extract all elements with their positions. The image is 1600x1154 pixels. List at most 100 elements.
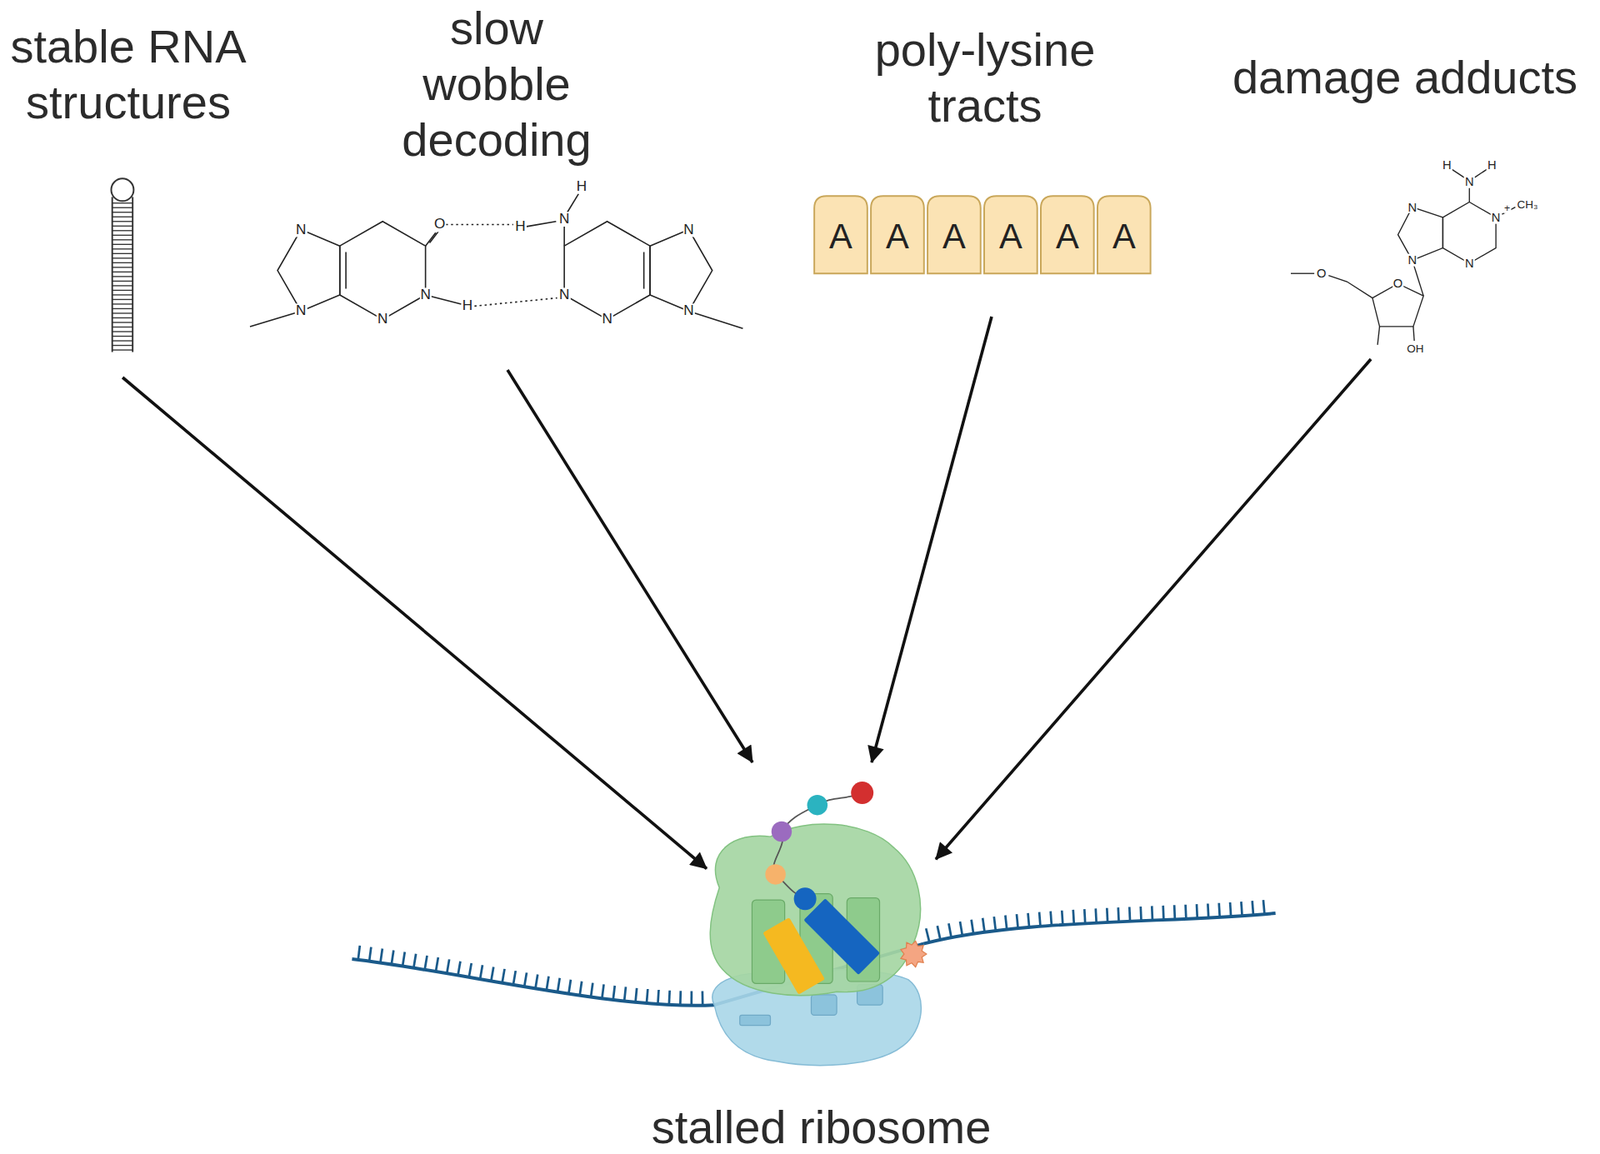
ribosome-illustration (1173, 905, 1176, 920)
methyl-adenosine (1451, 169, 1465, 178)
ribosome-illustration (948, 923, 951, 938)
adenine-tiles (814, 195, 868, 274)
ribosome-illustration (1263, 900, 1265, 915)
atom-label: H (575, 180, 588, 195)
ribosome-illustration (624, 986, 626, 1001)
ribosome-illustration (1116, 907, 1120, 922)
wobble-base-pair (474, 298, 557, 307)
rna-hairpin (112, 211, 133, 213)
ribosome-illustration (1083, 909, 1087, 924)
ribosome-illustration (1252, 900, 1254, 915)
ribosome-illustration (740, 1015, 771, 1025)
ribosome-illustration (1050, 911, 1052, 926)
atom-label: N (1464, 175, 1475, 189)
rna-hairpin (112, 253, 133, 255)
atom-label: N (1406, 200, 1418, 214)
ribosome-illustration (458, 961, 461, 976)
rna-hairpin (112, 244, 133, 245)
cause-label: poly-lysine tracts (851, 21, 1119, 134)
rna-hairpin (112, 285, 133, 286)
atom-label: N (376, 312, 389, 327)
rna-hairpin (112, 303, 133, 305)
ribosome-illustration (513, 970, 516, 985)
ribosome-illustration (994, 916, 996, 931)
ribosome-illustration (635, 988, 638, 1003)
wobble-base-pair (689, 311, 744, 330)
wobble-base-pair (445, 224, 514, 226)
ribosome-illustration (925, 928, 930, 943)
ribosome-illustration (771, 821, 792, 842)
cause-label: slow wobble decoding (388, 0, 605, 169)
methyl-adenosine (1442, 202, 1496, 264)
atom-label: H (1441, 159, 1453, 172)
ribosome-illustration (1128, 907, 1131, 922)
rna-hairpin (112, 266, 133, 268)
rna-hairpin (112, 275, 133, 277)
rna-hairpin (112, 326, 133, 328)
methyl-adenosine (1413, 326, 1415, 341)
ribosome-illustration (690, 991, 693, 1006)
methyl-adenosine (1377, 326, 1380, 345)
ribosome-illustration (803, 898, 880, 975)
ribosome-illustration (1139, 906, 1142, 921)
rna-hairpin (112, 340, 133, 341)
methyl-adenosine (1328, 275, 1373, 299)
cause-node: stable RNA structures (3, 18, 254, 378)
rna-hairpin (112, 220, 133, 222)
ribosome-illustration (480, 965, 483, 980)
atom-label: N (419, 287, 431, 302)
atom-label: N (558, 287, 570, 302)
arrow-connector (935, 359, 1371, 860)
ribosome-node: stalled ribosome (706, 762, 936, 1075)
rna-hairpin (131, 196, 134, 352)
ribosome-illustration (1028, 913, 1030, 928)
wobble-base-pair (250, 311, 301, 327)
ribosome-illustration (1016, 914, 1019, 929)
atom-label: + (1503, 203, 1511, 214)
wobble-base-pair (567, 194, 579, 213)
ribosome-illustration (568, 980, 571, 995)
residue-letter: A (942, 219, 966, 255)
ribosome-illustration (1184, 905, 1187, 920)
wobble-base-pair (526, 221, 557, 227)
rna-hairpin (112, 280, 133, 282)
ribosome-illustration (1195, 904, 1199, 919)
ribosome-illustration (960, 921, 963, 936)
ribosome-illustration (590, 983, 593, 998)
rna-hairpin (112, 335, 133, 337)
rna-hairpin (112, 349, 133, 350)
atom-label: N (1406, 254, 1418, 267)
atom-label: H (514, 219, 526, 234)
cause-label: damage adducts (1221, 49, 1589, 105)
rna-hairpin (112, 271, 133, 273)
atom-label: N (682, 222, 695, 237)
ribosome-illustration (794, 887, 817, 910)
ribosome-illustration (402, 952, 405, 967)
rna-hairpin (112, 202, 133, 204)
rna-hairpin (111, 196, 114, 352)
ribosome-illustration (646, 989, 648, 1004)
ribosome-illustration (580, 981, 582, 996)
methyl-adenosine (1290, 273, 1315, 275)
residue-letter: A (885, 219, 910, 255)
atom-label: N (600, 312, 613, 327)
atom-label: O (1392, 277, 1404, 290)
ribosome-illustration (667, 990, 671, 1005)
methyl-adenosine (1290, 169, 1515, 345)
rna-hairpin (112, 290, 133, 291)
ribosome-illustration (490, 967, 494, 982)
rna-hairpin (112, 239, 133, 240)
ribosome-illustration (557, 978, 560, 993)
ribosome-illustration (1105, 908, 1110, 923)
ribosome-illustration (1230, 902, 1231, 917)
atom-label: OH (1405, 343, 1425, 355)
cause-node: slow wobble decoding (388, 0, 605, 370)
rna-hairpin (112, 257, 133, 259)
ribosome-illustration (1094, 908, 1098, 923)
wobble-base-pair (425, 232, 436, 246)
wobble-base-pair (250, 194, 743, 330)
rna-hairpin (112, 230, 133, 231)
rna-hairpin (112, 299, 133, 300)
